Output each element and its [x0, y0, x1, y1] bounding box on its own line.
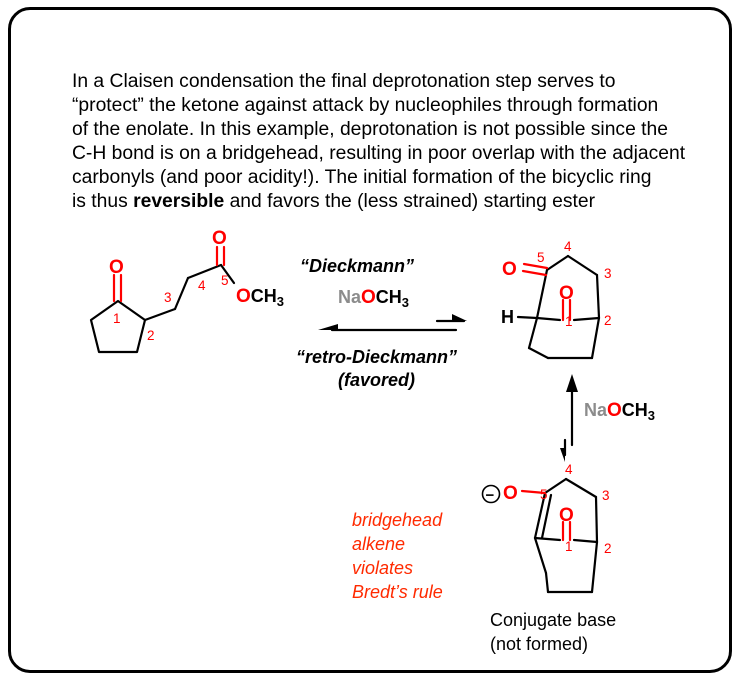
ring-bond	[535, 316, 562, 322]
side-chain-bond	[143, 307, 177, 322]
ketone-oxygen: O	[109, 257, 124, 278]
ring-bond	[595, 273, 601, 320]
forward-arrowhead	[452, 314, 467, 321]
diagram-frame	[8, 7, 732, 673]
carbon-number: 2	[604, 313, 612, 328]
intro-line-last: is thus reversible and favors the (less …	[72, 190, 712, 214]
reagent-label-vertical: NaOCH3	[584, 400, 655, 423]
intro-paragraph: In a Claisen condensation the final depr…	[72, 70, 712, 214]
retro-dieckmann-label: “retro-Dieckmann”	[296, 347, 457, 367]
carbon-number: 4	[565, 462, 573, 477]
bredt-note-line: Bredt’s rule	[352, 582, 443, 602]
ring-ketone-oxygen: O	[502, 259, 517, 280]
ring-bond	[527, 346, 550, 360]
bredt-note-line: bridgehead	[352, 510, 443, 530]
carbon-number: 4	[198, 278, 206, 293]
bredt-note: bridgehead alkene violates Bredt’s rule	[352, 510, 443, 602]
reagent-oxygen: O	[607, 400, 622, 421]
reagent-methyl: CH	[376, 287, 402, 307]
bridgehead-hydrogen: H	[501, 307, 514, 327]
carbon-number: 4	[564, 239, 572, 254]
side-chain-bond	[186, 263, 223, 280]
horizontal-equilibrium: “Dieckmann” NaOCH3 “retro-Dieckmann” (fa…	[296, 256, 467, 390]
bridge-ketone-oxygen: O	[559, 283, 574, 304]
bicyclic-ketone: O O H 5 4 3 1 2	[501, 239, 612, 360]
bredt-note-line: violates	[352, 558, 413, 578]
reagent-subscript: 3	[648, 408, 655, 423]
intro-text: is thus	[72, 191, 134, 212]
reagent-subscript: 3	[402, 295, 409, 310]
ring-bond	[533, 491, 547, 540]
methoxy-group: OCH3	[236, 286, 284, 309]
ring-bond	[564, 477, 598, 499]
conjugate-base-caption: Conjugate base (not formed)	[490, 610, 616, 654]
down-arrowhead	[560, 448, 565, 462]
ring-bond	[527, 316, 539, 350]
carbon-number: 1	[565, 539, 573, 554]
intro-line: “protect” the ketone against attack by n…	[72, 95, 659, 116]
up-arrowhead	[566, 374, 578, 392]
minus-sign: −	[486, 487, 495, 504]
intro-bold-word: reversible	[133, 191, 225, 212]
ring-bond	[540, 493, 553, 540]
negative-charge-icon	[481, 484, 501, 504]
carbon-number: 5	[540, 487, 548, 502]
ring-bond	[566, 254, 599, 277]
ring-bond	[590, 540, 599, 594]
bredt-note-line: alkene	[352, 534, 405, 554]
intro-line: In a Claisen condensation the final depr…	[72, 71, 616, 92]
sodium: Na	[338, 287, 362, 307]
enolate-o-bond	[520, 489, 547, 495]
reagent-oxygen: O	[361, 287, 376, 308]
ring-bond	[544, 571, 550, 594]
ester-carbonyl-oxygen: O	[212, 228, 227, 249]
starting-ester: O O OCH3 1 2 3 4 5	[89, 228, 284, 354]
caption-line: (not formed)	[490, 634, 588, 654]
methoxy-methyl: CH	[251, 286, 277, 306]
ring-bond	[533, 536, 562, 542]
favored-label: (favored)	[338, 370, 415, 390]
carbon-number: 1	[565, 314, 573, 329]
intro-line: C-H bond is on a bridgehead, resulting i…	[72, 143, 686, 164]
vertical-equilibrium: NaOCH3	[560, 374, 655, 462]
enolate-oxygen: O	[503, 483, 518, 504]
ring-ketone-double-bond	[521, 269, 548, 277]
side-chain-bond	[219, 263, 236, 285]
ring-bond	[543, 477, 568, 495]
carbon-number: 1	[113, 311, 121, 326]
reverse-arrowhead	[318, 324, 338, 330]
sodium: Na	[584, 400, 608, 420]
conjugate-base: − O O 5 4 3 1 2	[481, 462, 612, 594]
ring-bond	[590, 316, 601, 360]
ring-bond	[533, 536, 548, 575]
intro-line: carbonyls (and poor acidity!). The initi…	[72, 167, 652, 188]
ring-bond	[572, 538, 599, 544]
carbon-number: 5	[221, 273, 229, 288]
bridge-ketone-oxygen: O	[559, 505, 574, 526]
intro-text: and favors the (less strained) starting …	[224, 191, 596, 212]
reagent-methyl: CH	[622, 400, 648, 420]
dieckmann-label: “Dieckmann”	[300, 256, 414, 276]
ring-bond	[545, 254, 570, 272]
caption-line: Conjugate base	[490, 610, 616, 630]
methoxy-subscript: 3	[277, 294, 284, 309]
reagent-label: NaOCH3	[338, 287, 409, 310]
carbon-number: 3	[602, 488, 610, 503]
ring-bond	[535, 268, 549, 320]
carbon-number: 3	[164, 290, 172, 305]
carbon-number: 2	[604, 541, 612, 556]
ch-bond	[516, 315, 539, 320]
carbon-number: 2	[147, 328, 155, 343]
ring-bond	[594, 495, 599, 544]
cyclopentane-ring	[89, 299, 147, 354]
carbon-number: 3	[604, 266, 612, 281]
carbon-number: 5	[537, 250, 545, 265]
ring-bond	[572, 316, 601, 322]
ring-ketone-double-bond	[522, 262, 549, 270]
side-chain-bond	[173, 276, 190, 311]
methoxy-oxygen: O	[236, 286, 251, 307]
intro-line: of the enolate. In this example, deproto…	[72, 119, 668, 140]
